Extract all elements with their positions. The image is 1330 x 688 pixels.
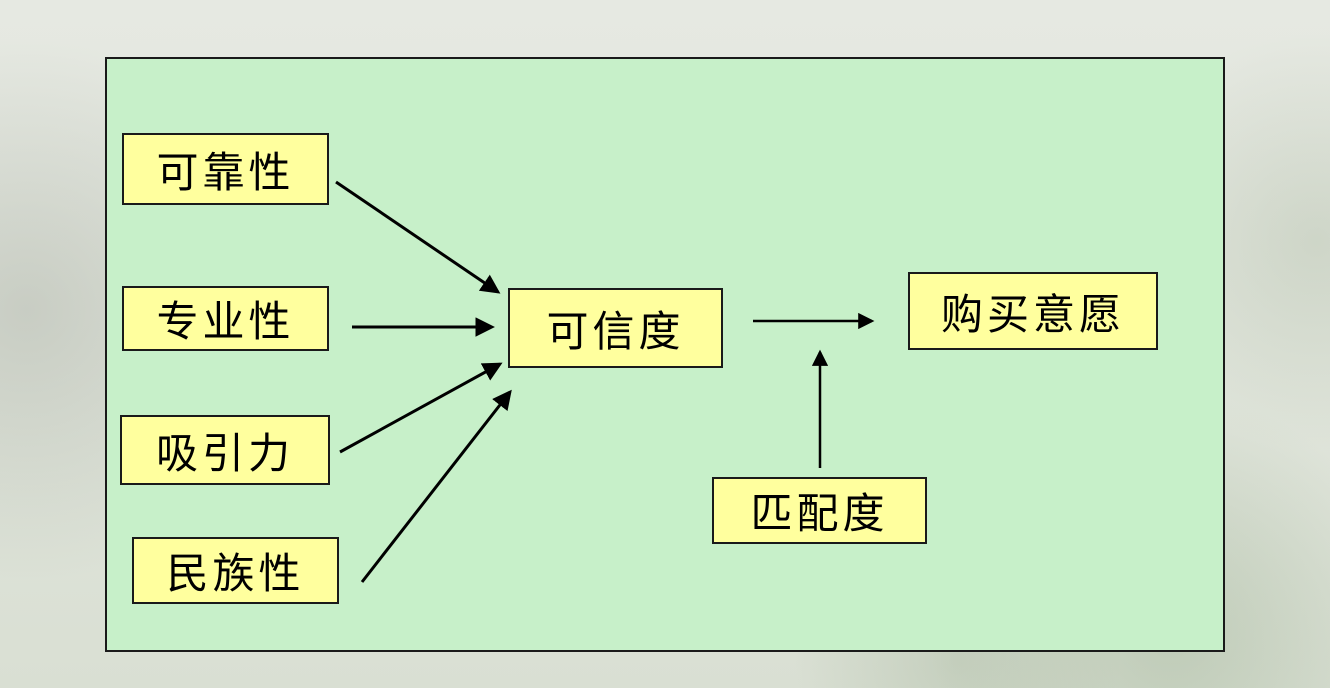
node-attractiveness: 吸引力 bbox=[120, 415, 330, 485]
node-credibility-label: 可信度 bbox=[546, 309, 685, 356]
node-match: 匹配度 bbox=[712, 477, 927, 544]
node-reliability: 可靠性 bbox=[122, 133, 329, 205]
node-purchase-intention-label: 购买意愿 bbox=[940, 292, 1125, 339]
node-purchase-intention: 购买意愿 bbox=[908, 272, 1158, 350]
node-ethnicity: 民族性 bbox=[132, 537, 339, 604]
node-credibility: 可信度 bbox=[508, 288, 723, 368]
node-match-label: 匹配度 bbox=[750, 492, 889, 538]
node-reliability-label: 可靠性 bbox=[156, 150, 295, 197]
node-attractiveness-label: 吸引力 bbox=[155, 431, 294, 478]
node-expertise-label: 专业性 bbox=[156, 300, 295, 346]
node-expertise: 专业性 bbox=[122, 286, 329, 351]
node-ethnicity-label: 民族性 bbox=[166, 552, 305, 598]
